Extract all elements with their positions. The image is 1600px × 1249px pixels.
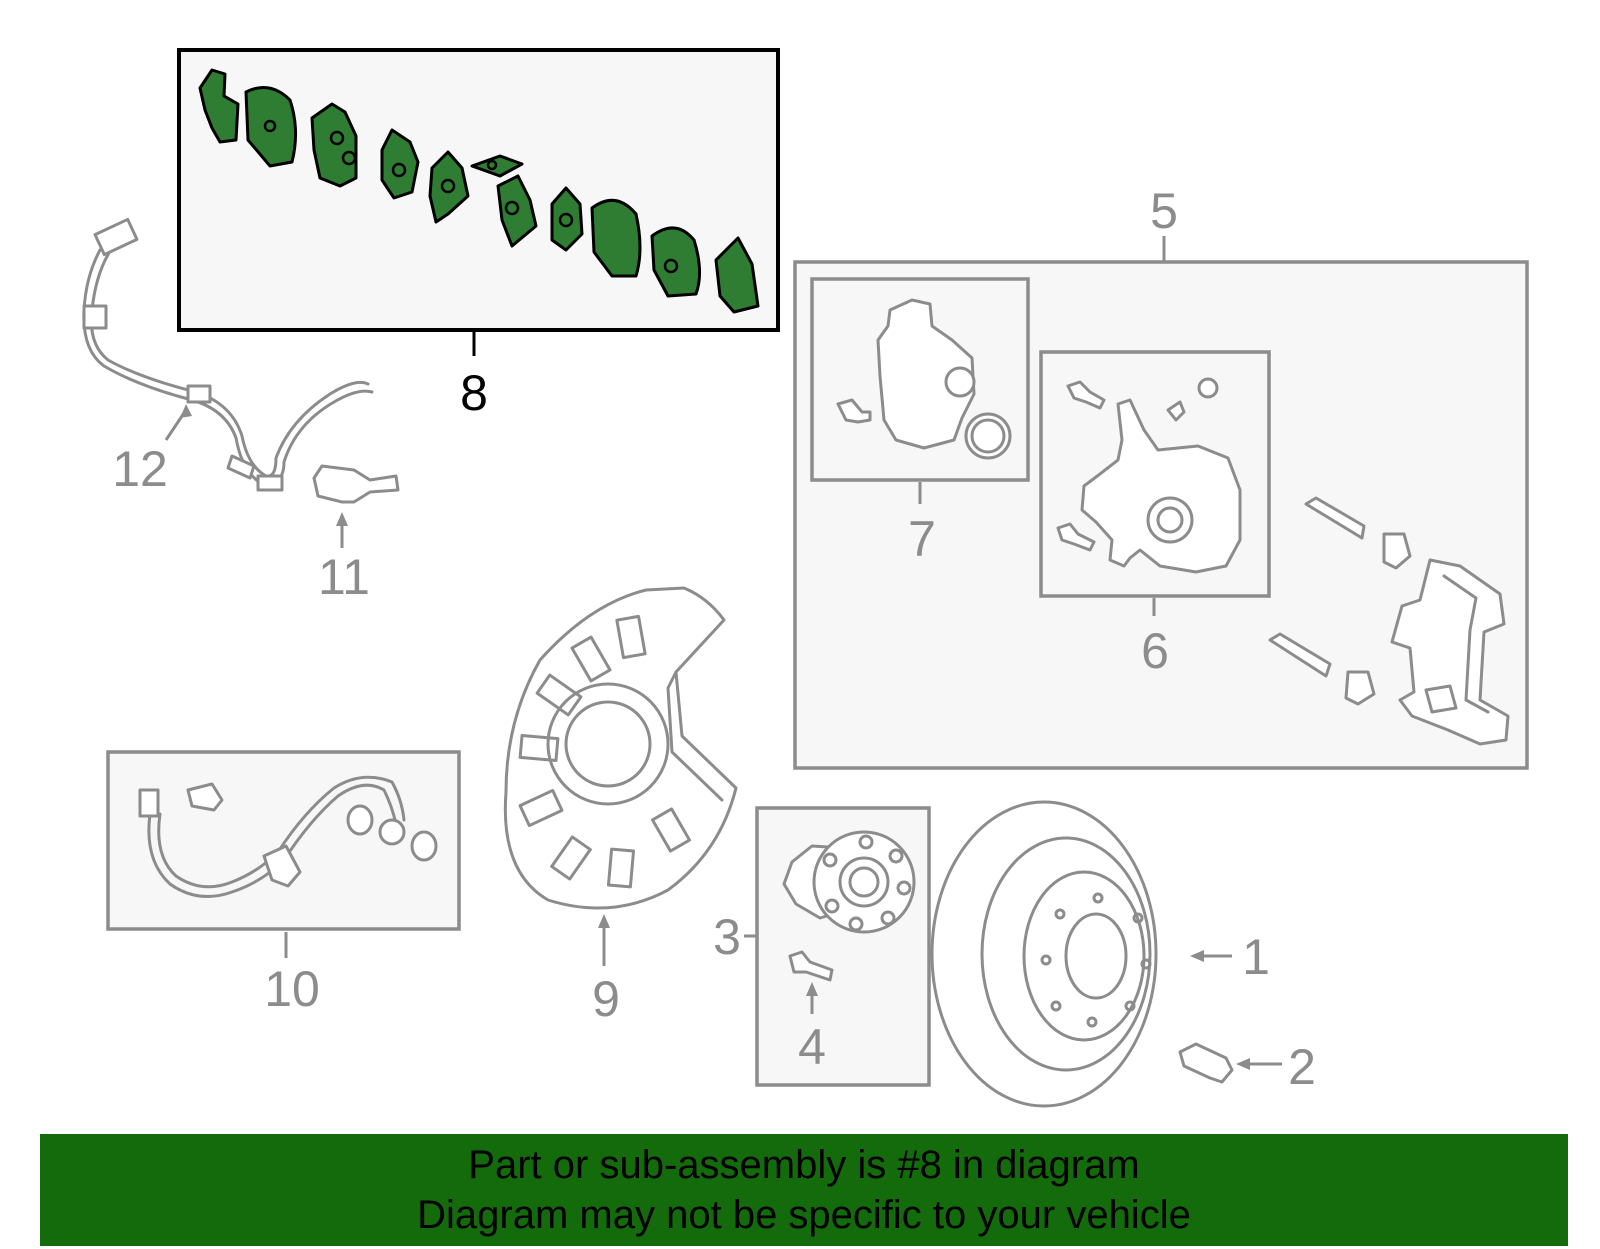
screw-icon	[1178, 1042, 1234, 1084]
callout-2[interactable]: 2	[1288, 1039, 1316, 1095]
callout-9[interactable]: 9	[592, 971, 620, 1027]
sensor-group[interactable]: 11	[312, 464, 400, 605]
abs-harness-group[interactable]: 12	[82, 217, 374, 497]
callout-1[interactable]: 1	[1242, 929, 1270, 985]
callout-12[interactable]: 12	[112, 441, 168, 497]
callout-8[interactable]: 8	[460, 365, 488, 421]
splash-shield-group[interactable]: 9	[503, 586, 738, 1027]
callout-3[interactable]: 3	[713, 909, 741, 965]
banner-line-1: Part or sub-assembly is #8 in diagram	[468, 1143, 1140, 1187]
callout-11[interactable]: 11	[318, 549, 370, 605]
rotor-icon	[930, 800, 1158, 1108]
pad-kit-group[interactable]: 8	[177, 48, 780, 421]
bolt-icon	[788, 950, 834, 982]
callout-7[interactable]: 7	[908, 511, 936, 567]
info-banner: Part or sub-assembly is #8 in diagram Di…	[40, 1134, 1568, 1246]
piston-kit-icon	[836, 298, 1012, 460]
brake-hose-group[interactable]: 10	[106, 750, 461, 1017]
hub-icon	[782, 830, 916, 934]
callout-6[interactable]: 6	[1141, 623, 1169, 679]
brake-pad-icon	[198, 68, 760, 314]
banner-line-2: Diagram may not be specific to your vehi…	[417, 1193, 1191, 1237]
splash-shield-icon	[503, 586, 738, 910]
caliper-bracket-icon	[1268, 496, 1510, 746]
callout-4[interactable]: 4	[798, 1019, 826, 1075]
caliper-assembly-group[interactable]: 5 7 6	[793, 183, 1529, 770]
caliper-icon	[1056, 377, 1242, 574]
rotor-group[interactable]: 1 2	[930, 800, 1316, 1108]
brake-hose-icon	[138, 775, 438, 898]
hub-group[interactable]: 3 4	[713, 806, 931, 1087]
shim-icon	[263, 119, 679, 274]
callout-5[interactable]: 5	[1150, 183, 1178, 239]
callout-10[interactable]: 10	[264, 961, 320, 1017]
wheel-speed-sensor-icon	[312, 464, 400, 504]
